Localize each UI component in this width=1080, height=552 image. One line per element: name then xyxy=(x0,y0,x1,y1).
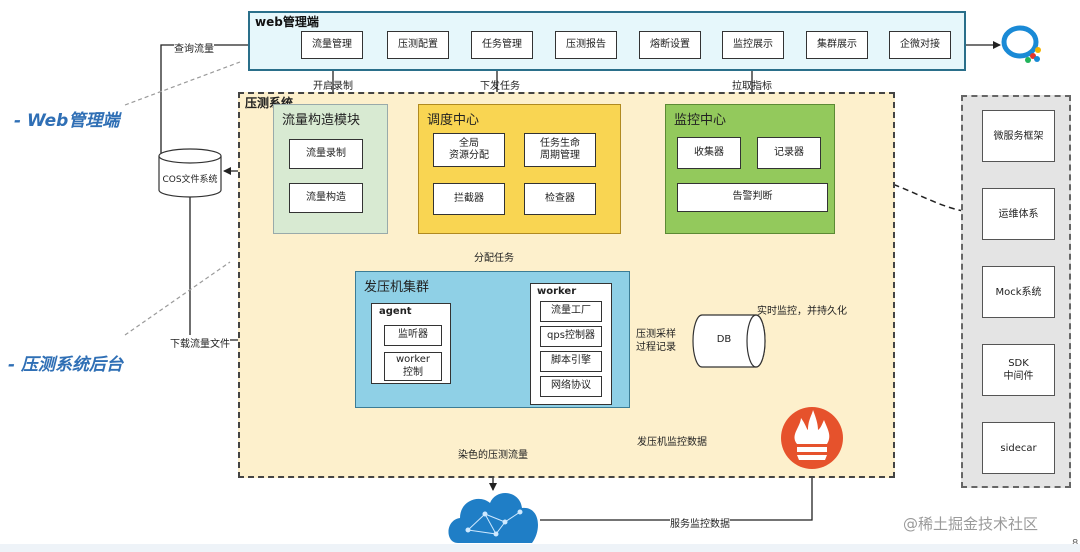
backend-side-label: - 压测系统后台 xyxy=(8,355,123,375)
collector-box: 收集器 xyxy=(677,137,741,169)
network-protocol-box: 网络协议 xyxy=(540,376,602,397)
qps-controller-box: qps控制器 xyxy=(540,326,602,347)
dispatch-label: 下发任务 xyxy=(480,81,520,92)
traffic-construct-box: 流量构造 xyxy=(289,183,363,213)
sidecar-box: sidecar xyxy=(982,422,1055,474)
db-label: DB xyxy=(716,334,732,345)
traffic-module-title: 流量构造模块 xyxy=(282,113,361,128)
backend-pointer-dashed xyxy=(124,261,231,336)
resource-allocation-box: 全局 资源分配 xyxy=(433,133,505,167)
web-panel-title: web管理端 xyxy=(255,15,319,29)
web-item-circuit-breaker[interactable]: 熔断设置 xyxy=(639,31,701,59)
assign-label: 分配任务 xyxy=(474,249,514,264)
cos-cylinder: COS文件系统 xyxy=(158,148,222,198)
script-engine-box: 脚本引擎 xyxy=(540,351,602,372)
db-cylinder: DB xyxy=(692,314,766,368)
dyed-label: 染色的压测流量 xyxy=(458,446,528,461)
web-item-monitor-display[interactable]: 监控展示 xyxy=(722,31,784,59)
web-item-traffic-management[interactable]: 流量管理 xyxy=(301,31,363,59)
alarm-box: 告警判断 xyxy=(677,183,828,212)
traffic-record-box: 流量录制 xyxy=(289,139,363,169)
worker-control-box: worker 控制 xyxy=(384,352,442,381)
machine-monitor-label: 发压机监控数据 xyxy=(637,433,707,448)
watermark: @稀土掘金技术社区 xyxy=(903,515,1039,533)
monitor-center xyxy=(665,104,835,234)
traffic-factory-box: 流量工厂 xyxy=(540,301,602,322)
lifecycle-box: 任务生命 周期管理 xyxy=(524,133,596,167)
web-item-cluster-display[interactable]: 集群展示 xyxy=(806,31,868,59)
sdk-middleware-box: SDK 中间件 xyxy=(982,344,1055,396)
worker-title: worker xyxy=(537,286,577,297)
interceptor-box: 拦截器 xyxy=(433,183,505,215)
monitor-center-title: 监控中心 xyxy=(674,113,727,128)
agent-title: agent xyxy=(379,306,412,317)
cluster-title: 发压机集群 xyxy=(364,280,430,295)
download-label: 下载流量文件 xyxy=(170,335,230,350)
web-item-test-report[interactable]: 压测报告 xyxy=(555,31,617,59)
cos-label: COS文件系统 xyxy=(162,175,218,185)
bottom-bar xyxy=(0,544,1080,552)
checker-box: 检查器 xyxy=(524,183,596,215)
mock-system-box: Mock系统 xyxy=(982,266,1055,318)
open-record-label: 开启录制 xyxy=(313,81,353,92)
recorder-box: 记录器 xyxy=(757,137,821,169)
sample-label: 压测采样 过程记录 xyxy=(636,329,676,354)
microservice-framework-box: 微服务框架 xyxy=(982,110,1055,162)
pull-metrics-label: 拉取指标 xyxy=(732,81,772,92)
web-item-wecom[interactable]: 企微对接 xyxy=(889,31,951,59)
web-side-label: - Web管理端 xyxy=(14,111,120,131)
web-item-task-management[interactable]: 任务管理 xyxy=(471,31,533,59)
page-number: 8 xyxy=(1072,538,1078,549)
service-monitor-label: 服务监控数据 xyxy=(670,515,730,530)
realtime-label: 实时监控，并持久化 xyxy=(757,306,847,317)
service-monitor-line xyxy=(540,469,816,521)
dispatch-center-title: 调度中心 xyxy=(427,113,480,128)
web-item-test-config[interactable]: 压测配置 xyxy=(387,31,449,59)
ops-system-box: 运维体系 xyxy=(982,188,1055,240)
listener-box: 监听器 xyxy=(384,325,442,346)
query-flow-label: 查询流量 xyxy=(174,40,214,55)
